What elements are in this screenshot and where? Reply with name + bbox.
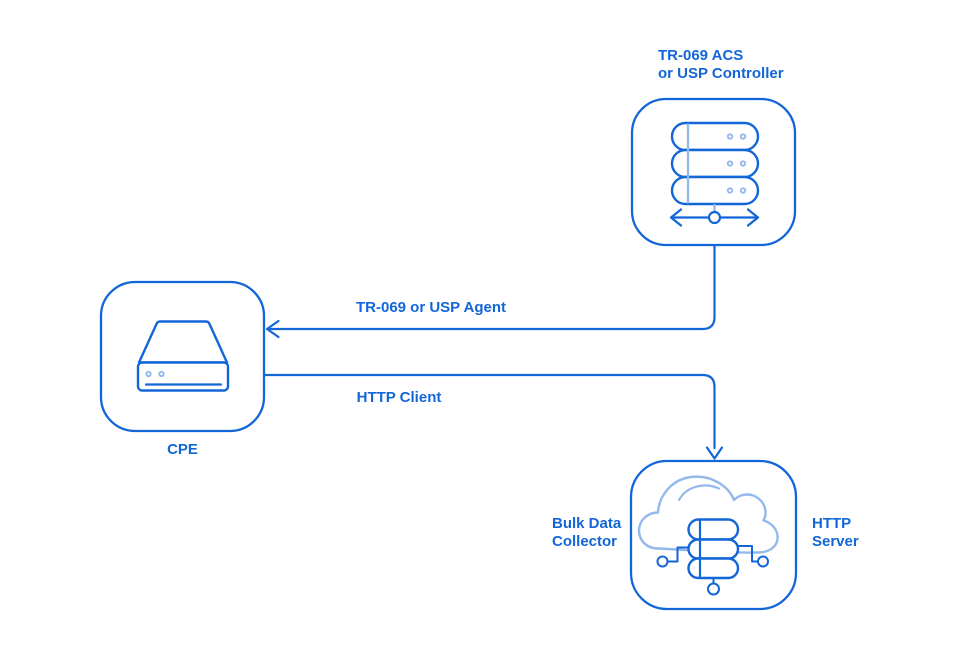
edge-acs-to-cpe bbox=[265, 244, 716, 339]
arrowhead-down-icon bbox=[705, 446, 724, 460]
edge-label-tr069-usp-agent: TR-069 or USP Agent bbox=[355, 299, 507, 316]
acs-node-label: TR-069 ACS or USP Controller bbox=[658, 47, 784, 82]
double-arrow-icon bbox=[669, 208, 760, 227]
http-server-label: HTTP Server bbox=[812, 515, 859, 550]
node-acs-box bbox=[630, 97, 797, 247]
cpe-node-label: CPE bbox=[167, 441, 198, 458]
node-collector-box bbox=[629, 459, 798, 611]
edge-cpe-to-collector bbox=[262, 373, 724, 460]
server-rack-icon bbox=[669, 121, 760, 227]
node-cpe-box bbox=[99, 280, 266, 433]
device-icon bbox=[136, 320, 230, 392]
cloud-database-icon bbox=[637, 475, 779, 596]
bulk-data-collector-label: Bulk Data Collector bbox=[552, 515, 622, 550]
arrowhead-left-icon bbox=[265, 319, 280, 339]
database-stack-icon bbox=[656, 518, 769, 596]
edge-label-http-client: HTTP Client bbox=[356, 389, 442, 406]
